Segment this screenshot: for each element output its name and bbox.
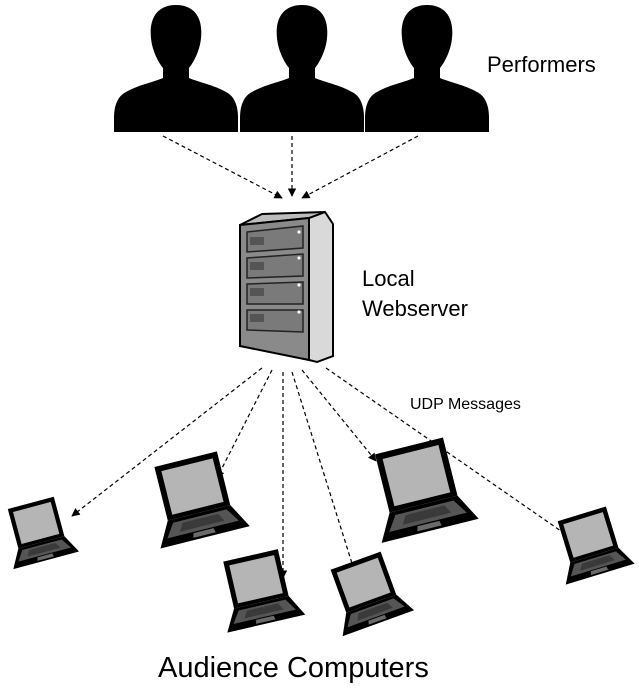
- performer-icon: [240, 5, 364, 132]
- laptop-icon: [319, 547, 415, 637]
- laptop-icon: [360, 433, 479, 543]
- laptop-icon: [141, 448, 250, 549]
- server-rack-icon: [239, 210, 334, 364]
- udp-messages-label: UDP Messages: [410, 396, 521, 413]
- audience-computers-label: Audience Computers: [158, 652, 429, 684]
- performer-arrows: [162, 135, 419, 199]
- udp-arrows: [71, 367, 572, 579]
- performer-icon: [365, 5, 489, 132]
- laptop-icon: [547, 503, 635, 585]
- server-label-line2: Webserver: [362, 296, 468, 321]
- performers-label: Performers: [487, 52, 596, 77]
- laptop-icon: [0, 494, 80, 570]
- performer-icon: [114, 5, 238, 132]
- server-label-line1: Local: [362, 266, 415, 291]
- laptop-icon: [211, 546, 306, 633]
